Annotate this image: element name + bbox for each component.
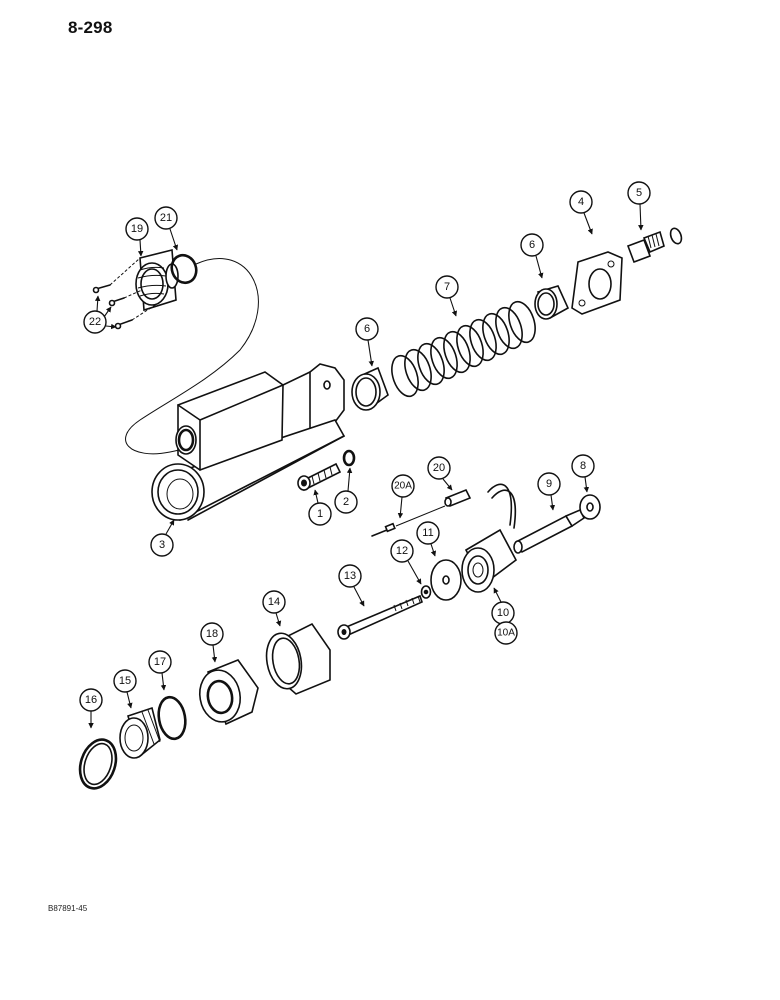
svg-text:13: 13 bbox=[344, 570, 356, 582]
bushing-6-right bbox=[534, 285, 570, 320]
svg-text:10A: 10A bbox=[497, 628, 515, 639]
svg-text:6: 6 bbox=[364, 323, 370, 335]
callout-14: 14 bbox=[262, 590, 286, 627]
callout-20a: 20A bbox=[391, 474, 415, 519]
piston-18 bbox=[198, 659, 259, 726]
flange-4 bbox=[571, 251, 623, 315]
shaft-9 bbox=[513, 508, 586, 554]
figure-id: B87891-45 bbox=[48, 904, 88, 913]
bushing-6-left bbox=[351, 366, 389, 411]
svg-text:16: 16 bbox=[85, 694, 97, 706]
svg-text:14: 14 bbox=[268, 596, 280, 608]
svg-text:22: 22 bbox=[89, 316, 101, 328]
svg-text:11: 11 bbox=[422, 527, 433, 539]
sensor-10 bbox=[461, 483, 518, 593]
page-number: 8-298 bbox=[68, 18, 113, 37]
callout-22: 22 bbox=[83, 295, 117, 334]
svg-text:8: 8 bbox=[580, 460, 586, 472]
svg-text:9: 9 bbox=[546, 478, 552, 490]
callout-15: 15 bbox=[113, 669, 137, 709]
callout-8: 8 bbox=[571, 454, 595, 493]
cap-screw-1 bbox=[297, 462, 342, 492]
callout-6-right: 6 bbox=[520, 233, 544, 279]
svg-text:18: 18 bbox=[206, 628, 218, 640]
svg-text:1: 1 bbox=[317, 508, 323, 520]
washer-2 bbox=[342, 449, 356, 467]
callout-4: 4 bbox=[569, 190, 593, 235]
callout-10a: 10A bbox=[494, 621, 518, 645]
callout-19: 19 bbox=[125, 217, 149, 257]
screws-22 bbox=[92, 257, 161, 330]
svg-text:21: 21 bbox=[160, 212, 172, 224]
svg-text:3: 3 bbox=[159, 539, 165, 551]
svg-text:4: 4 bbox=[578, 196, 584, 208]
o-ring-17 bbox=[157, 695, 187, 741]
connector-19 bbox=[135, 248, 179, 312]
housing-3 bbox=[151, 363, 346, 522]
callout-10: 10 bbox=[491, 587, 515, 625]
callout-6-left: 6 bbox=[355, 317, 379, 367]
callout-7: 7 bbox=[435, 275, 459, 317]
svg-text:15: 15 bbox=[119, 675, 131, 687]
callout-11: 11 bbox=[416, 521, 440, 557]
callout-3: 3 bbox=[150, 519, 175, 557]
disc-11 bbox=[430, 559, 462, 601]
assembly-line bbox=[125, 258, 259, 455]
washer-8 bbox=[579, 494, 601, 520]
snap-ring-16 bbox=[78, 738, 118, 790]
callout-13: 13 bbox=[338, 564, 365, 607]
callout-5: 5 bbox=[627, 181, 651, 231]
sleeve-14 bbox=[265, 622, 331, 695]
plug-15 bbox=[119, 706, 161, 759]
svg-text:20: 20 bbox=[433, 462, 445, 474]
callout-1: 1 bbox=[308, 489, 332, 526]
long-bolt-13 bbox=[337, 594, 423, 640]
svg-text:5: 5 bbox=[636, 187, 642, 199]
o-ring-21 bbox=[170, 253, 198, 285]
svg-text:12: 12 bbox=[396, 545, 408, 557]
pin-20 bbox=[444, 488, 472, 508]
callout-12: 12 bbox=[390, 539, 422, 585]
callout-9: 9 bbox=[537, 472, 561, 511]
svg-text:17: 17 bbox=[154, 656, 166, 668]
callout-18: 18 bbox=[200, 622, 224, 663]
svg-text:2: 2 bbox=[343, 496, 349, 508]
callout-16: 16 bbox=[79, 688, 103, 729]
svg-text:20A: 20A bbox=[394, 481, 412, 492]
spring-7 bbox=[391, 300, 536, 398]
svg-text:19: 19 bbox=[131, 223, 143, 235]
nut-12 bbox=[420, 585, 432, 599]
callout-20: 20 bbox=[427, 456, 453, 491]
fitting-5 bbox=[626, 227, 683, 264]
terminal-20a bbox=[371, 505, 446, 537]
callout-2: 2 bbox=[334, 467, 358, 514]
svg-text:7: 7 bbox=[444, 281, 450, 293]
svg-text:6: 6 bbox=[529, 239, 535, 251]
callout-17: 17 bbox=[148, 650, 172, 691]
svg-text:10: 10 bbox=[497, 607, 509, 619]
callout-21: 21 bbox=[154, 206, 179, 251]
